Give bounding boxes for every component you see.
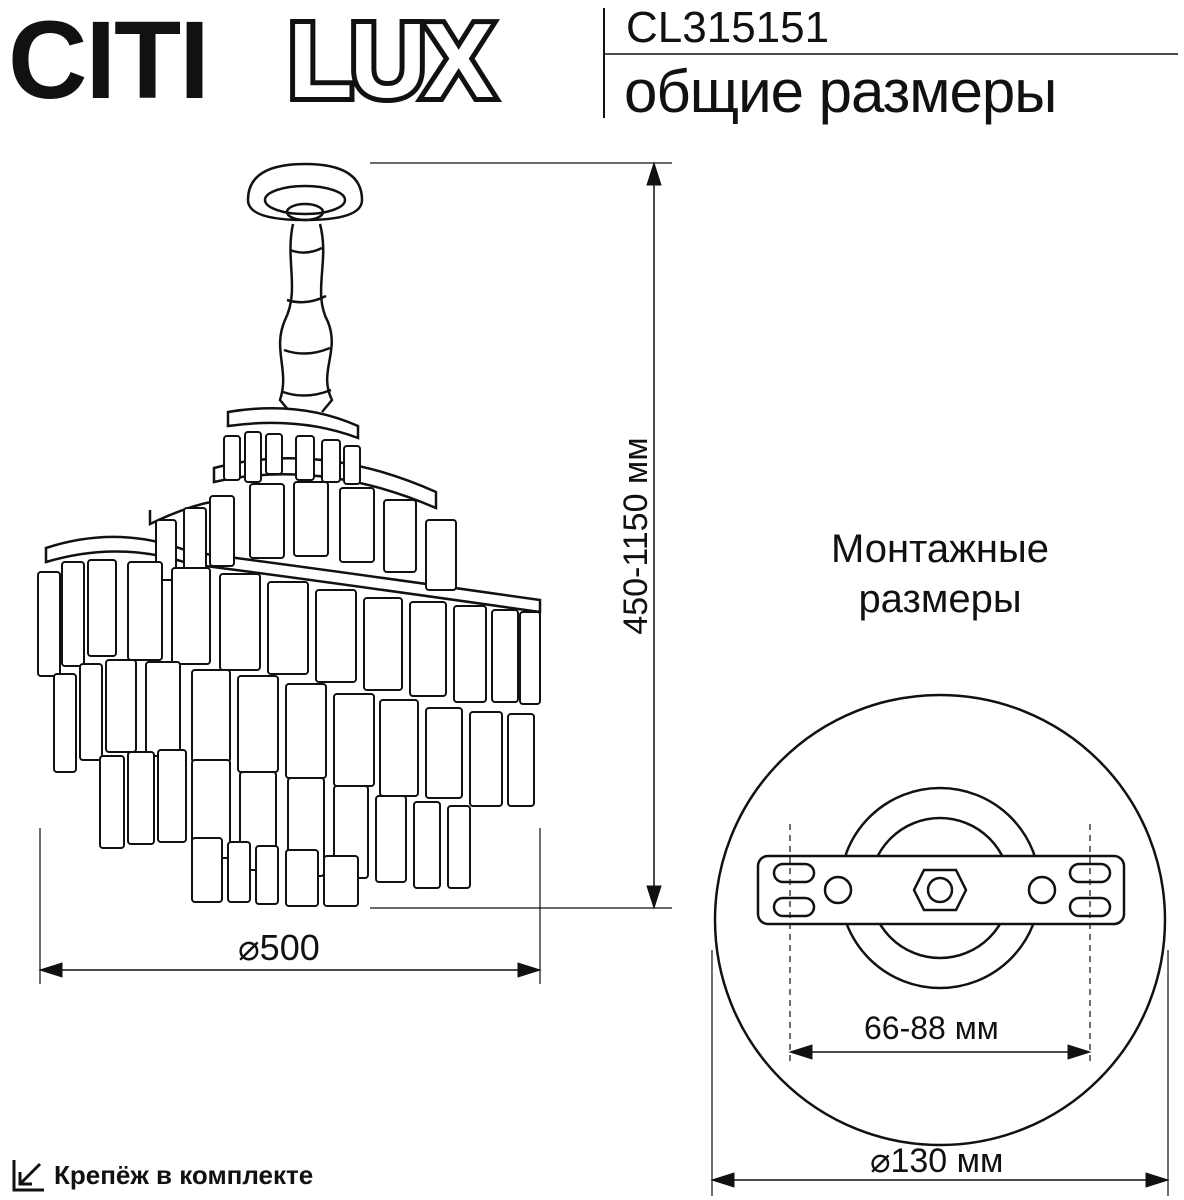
model-number: CL315151: [626, 3, 830, 52]
diameter-dimension-lines: [38, 828, 542, 984]
page-title: общие размеры: [624, 58, 1057, 125]
height-dimension-label: 450-1150 мм: [617, 437, 655, 635]
mount-arrow-icon: [12, 1160, 44, 1192]
brand-logo-citi: CITI: [8, 0, 210, 122]
suspension-cord: [278, 223, 334, 413]
ceiling-canopy: [246, 162, 364, 222]
crystal-prisms: [37, 431, 541, 907]
brand-logo-lux: LUX: [283, 2, 499, 120]
mount-title-line2: размеры: [858, 577, 1022, 621]
mounting-kit-note: Крепёж в комплекте: [54, 1160, 314, 1190]
mount-section-title: Монтажные размеры: [760, 524, 1120, 624]
hole-spacing-label: 66-88 мм: [864, 1010, 999, 1046]
mount-dimension-lines: [710, 824, 1170, 1196]
mount-title-line1: Монтажные: [830, 527, 1050, 571]
height-dimension-lines: [370, 161, 672, 910]
diameter-dimension-label: ⌀500: [238, 927, 320, 968]
mounting-plate-view: [713, 693, 1167, 1147]
canopy-diameter-label: ⌀130 мм: [870, 1142, 1004, 1180]
